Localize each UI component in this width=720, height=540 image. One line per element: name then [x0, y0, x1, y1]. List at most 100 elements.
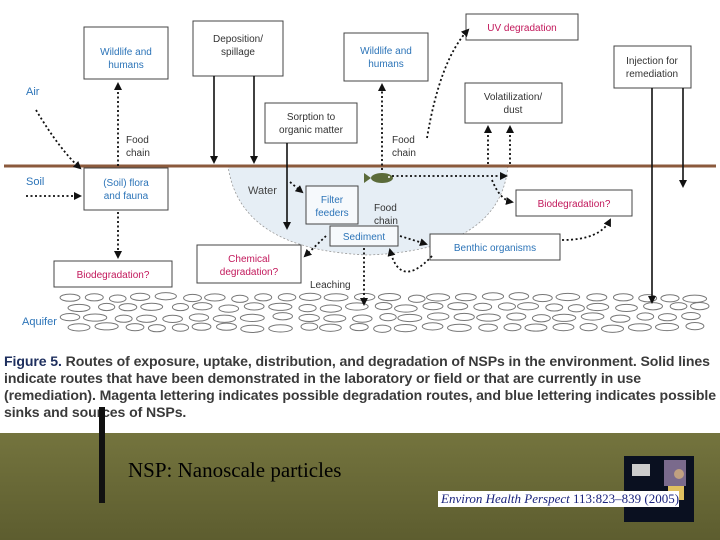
gravel-pebble	[555, 292, 581, 302]
gravel-pebble	[243, 302, 265, 311]
gravel-pebble	[183, 293, 202, 303]
aquifer-gravel-layer	[59, 292, 710, 333]
gravel-pebble	[319, 323, 342, 332]
gravel-pebble	[579, 323, 598, 332]
box-deposition: Deposition/ spillage	[192, 20, 284, 77]
gravel-pebble	[218, 304, 240, 313]
gravel-pebble	[277, 293, 297, 302]
gravel-pebble	[397, 313, 423, 323]
gravel-pebble	[545, 303, 564, 312]
gravel-pebble	[114, 314, 133, 323]
gravel-pebble	[447, 323, 472, 332]
svg-text:Injection for: Injection for	[626, 56, 678, 67]
svg-text:and fauna: and fauna	[104, 191, 149, 202]
gravel-pebble	[118, 303, 138, 312]
svg-text:dust: dust	[504, 105, 523, 116]
svg-text:Sediment: Sediment	[343, 232, 385, 243]
gravel-pebble	[497, 302, 516, 311]
gravel-pebble	[319, 304, 343, 313]
gravel-pebble	[580, 312, 605, 321]
gravel-pebble	[59, 313, 81, 322]
gravel-pebble	[532, 293, 553, 303]
box-biodegradation-left: Biodegradation?	[53, 260, 173, 288]
label-food-chain-water-1: Food	[374, 203, 397, 214]
gravel-pebble	[125, 323, 145, 332]
gravel-pebble	[454, 293, 477, 302]
gravel-pebble	[453, 312, 475, 322]
vertical-divider-bar	[99, 407, 105, 503]
gravel-pebble	[503, 323, 522, 332]
journal-logo-image	[624, 456, 694, 522]
arrow-water-uv	[426, 28, 470, 139]
box-volatilization: Volatilization/ dust	[464, 82, 563, 124]
zone-label-aquifer: Aquifer	[22, 316, 57, 328]
label-food-chain-right-1: Food	[392, 135, 415, 146]
citation-journal: Environ Health Perspect	[441, 491, 570, 506]
gravel-pebble	[349, 322, 369, 332]
svg-text:humans: humans	[368, 59, 404, 70]
gravel-pebble	[191, 322, 212, 331]
gravel-pebble	[508, 292, 530, 301]
gravel-pebble	[682, 294, 708, 303]
gravel-pebble	[567, 304, 585, 313]
zone-label-soil: Soil	[26, 176, 44, 188]
gravel-pebble	[300, 322, 319, 331]
gravel-pebble	[299, 292, 322, 301]
svg-text:spillage: spillage	[221, 47, 255, 58]
citation-reference: 113:823–839 (2005).	[573, 491, 679, 506]
svg-text:Volatilization/: Volatilization/	[484, 92, 543, 103]
gravel-pebble	[298, 313, 320, 323]
fish-icon	[364, 173, 393, 183]
zone-label-air: Air	[26, 86, 40, 98]
figure-label: Figure 5.	[4, 353, 62, 369]
gravel-pebble	[524, 323, 548, 332]
gravel-pebble	[162, 314, 183, 324]
svg-text:UV degradation: UV degradation	[487, 23, 557, 34]
gravel-pebble	[272, 312, 293, 321]
gravel-pebble	[254, 293, 273, 302]
gravel-pebble	[636, 312, 655, 321]
svg-text:Biodegradation?: Biodegradation?	[538, 199, 611, 210]
gravel-pebble	[586, 293, 608, 302]
gravel-pebble	[478, 323, 498, 332]
box-benthic: Benthic organisms	[429, 233, 561, 261]
gravel-pebble	[506, 312, 527, 321]
gravel-pebble	[268, 324, 293, 333]
gravel-pebble	[669, 302, 688, 311]
gravel-pebble	[610, 314, 631, 323]
svg-text:Deposition/: Deposition/	[213, 34, 263, 45]
gravel-pebble	[422, 302, 444, 311]
gravel-pebble	[67, 323, 91, 332]
gravel-pebble	[681, 311, 701, 321]
box-sediment: Sediment	[329, 225, 399, 247]
gravel-pebble	[627, 323, 652, 332]
gravel-pebble	[660, 294, 680, 303]
gravel-pebble	[655, 322, 680, 332]
box-wildlife-left: Wildlife and humans	[83, 26, 169, 80]
gravel-pebble	[394, 304, 418, 313]
gravel-pebble	[643, 302, 663, 311]
gravel-pebble	[615, 303, 638, 313]
zone-label-water: Water	[248, 185, 277, 197]
gravel-pebble	[473, 302, 493, 311]
gravel-pebble	[600, 324, 625, 333]
box-chemical-degradation: Chemical degradation?	[196, 244, 302, 284]
gravel-pebble	[552, 323, 575, 332]
arrow-air-to-flora	[35, 109, 82, 170]
gravel-pebble	[98, 302, 116, 312]
svg-text:remediation: remediation	[626, 69, 678, 80]
box-filter-feeders: Filter feeders	[305, 185, 359, 225]
figure-caption: Figure 5. Routes of exposure, uptake, di…	[4, 353, 718, 421]
gravel-pebble	[231, 294, 249, 303]
gravel-pebble	[83, 313, 108, 322]
arrow-sediment-benthic	[399, 235, 428, 247]
gravel-pebble	[154, 292, 177, 301]
svg-text:Chemical: Chemical	[228, 254, 270, 265]
gravel-pebble	[612, 293, 634, 302]
label-food-chain-right-2: chain	[392, 148, 416, 159]
gravel-pebble	[239, 313, 265, 323]
label-leaching: Leaching	[310, 280, 351, 291]
nsp-exposure-diagram: Air Soil Aquifer Water Wildlife and huma…	[4, 13, 716, 333]
gravel-pebble	[129, 292, 151, 301]
svg-text:(Soil) flora: (Soil) flora	[103, 178, 149, 189]
